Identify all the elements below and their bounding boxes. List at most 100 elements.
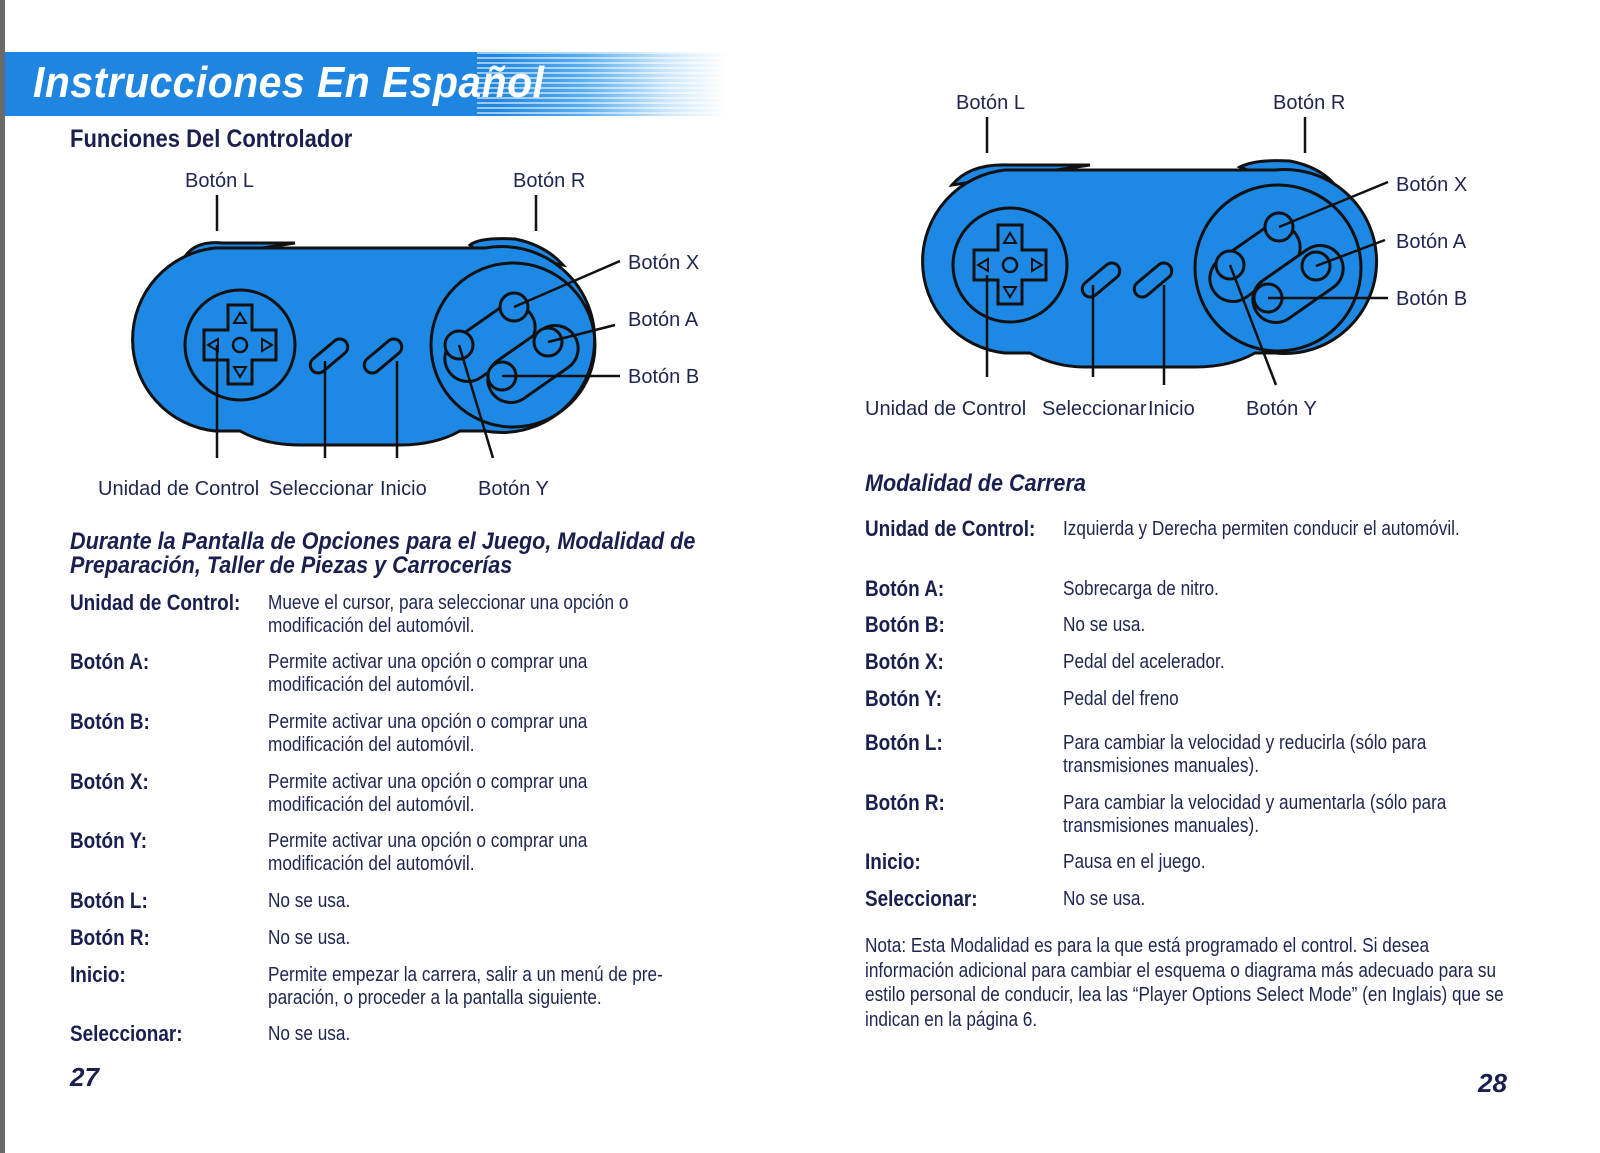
subsection-title: Modalidad de Carrera — [865, 470, 1086, 497]
banner-stripes — [477, 52, 727, 116]
list-item: Botón B: No se usa. — [865, 614, 1565, 651]
note-paragraph: Nota: Esta Modalidad es para la que está… — [865, 935, 1504, 1031]
row-term: Botón A: — [70, 649, 150, 674]
label-dpad: Unidad de Control — [865, 398, 1026, 420]
list-item: Inicio: Pausa en el juego. — [865, 851, 1565, 888]
label-button-y: Botón Y — [1246, 398, 1317, 420]
start-button — [1132, 261, 1174, 299]
label-button-r: Botón R — [513, 170, 585, 192]
row-def: Sobrecarga de nitro. — [1063, 578, 1219, 600]
row-def: Permite activar una opción o comprar una… — [268, 771, 588, 816]
dpad-icon — [202, 303, 278, 386]
label-button-b: Botón B — [1396, 288, 1467, 310]
list-item: Botón A: Permite activar una opción o co… — [70, 651, 770, 711]
controller-illustration — [921, 159, 1378, 369]
row-term: Botón Y: — [70, 828, 148, 853]
row-def: Permite activar una opción o comprar una… — [268, 711, 588, 756]
label-button-a: Botón A — [1396, 231, 1467, 253]
row-term: Botón R: — [70, 925, 150, 950]
row-def: Permite activar una opción o comprar una… — [268, 651, 588, 696]
label-button-l: Botón L — [956, 92, 1025, 114]
row-term: Botón L: — [865, 730, 943, 755]
row-term: Botón A: — [865, 576, 945, 601]
label-button-x: Botón X — [628, 252, 699, 274]
row-def: Para cambiar la velocidad y reducirla (s… — [1063, 732, 1427, 777]
left-page: Instrucciones En Español Funciones Del C… — [0, 0, 770, 1153]
list-item: Botón X: Pedal del acelerador. — [865, 651, 1565, 688]
list-item: Seleccionar: No se usa. — [70, 1023, 770, 1053]
row-def: Permite empezar la carrera, salir a un m… — [268, 964, 663, 1009]
row-term: Inicio: — [865, 849, 921, 874]
row-term: Botón L: — [70, 888, 148, 913]
face-ring — [429, 261, 597, 429]
row-term: Seleccionar: — [865, 886, 978, 911]
list-item: Botón R: No se usa. — [70, 927, 770, 964]
list-item: Unidad de Control: Izquierda y Derecha p… — [865, 518, 1565, 578]
list-item: Inicio: Permite empezar la carrera, sali… — [70, 964, 770, 1023]
label-button-x: Botón X — [1396, 174, 1467, 196]
list-item: Botón X: Permite activar una opción o co… — [70, 771, 770, 830]
label-select: Seleccionar — [269, 478, 374, 500]
row-def: No se usa. — [268, 1023, 351, 1045]
leader-lines — [985, 117, 1389, 386]
row-term: Botón B: — [70, 709, 150, 734]
row-term: Unidad de Control: — [865, 516, 1036, 541]
row-def: Para cambiar la velocidad y aumentarla (… — [1063, 792, 1447, 837]
face-ring — [1193, 183, 1363, 353]
row-term: Botón X: — [865, 649, 944, 674]
row-term: Inicio: — [70, 962, 126, 987]
page-edge — [0, 0, 5, 1153]
row-def: Pausa en el juego. — [1063, 851, 1206, 873]
section-title: Funciones Del Controlador — [70, 125, 353, 153]
row-term: Botón B: — [865, 612, 945, 637]
row-def: No se usa. — [1063, 614, 1146, 636]
functions-list-left: Unidad de Control: Mueve el cursor, para… — [70, 592, 770, 1053]
list-item: Botón L: No se usa. — [70, 890, 770, 927]
banner-title: Instrucciones En Español — [33, 58, 545, 107]
row-term: Unidad de Control: — [70, 590, 241, 615]
label-dpad: Unidad de Control — [98, 478, 259, 500]
row-def: Mueve el cursor, para seleccionar una op… — [268, 592, 629, 637]
label-select: Seleccionar — [1042, 398, 1147, 420]
label-button-r: Botón R — [1273, 92, 1345, 114]
controller-diagram-left: Botón L Botón R Botón X Botón A Botón B … — [98, 170, 699, 500]
row-def: Permite activar una opción o comprar una… — [268, 830, 588, 875]
label-button-y: Botón Y — [478, 478, 549, 500]
list-item: Botón Y: Pedal del freno — [865, 688, 1565, 732]
row-def: Izquierda y Derecha permiten conducir el… — [1063, 518, 1460, 540]
leader-lines — [215, 195, 621, 459]
select-button — [308, 337, 350, 375]
list-item: Seleccionar: No se usa. — [865, 888, 1565, 918]
dpad-icon — [972, 223, 1048, 306]
row-term: Seleccionar: — [70, 1021, 183, 1046]
right-page: Botón L Botón R Botón X Botón A Botón B … — [800, 0, 1600, 1153]
page-number: 28 — [1478, 1068, 1507, 1098]
list-item: Botón B: Permite activar una opción o co… — [70, 711, 770, 771]
list-item: Botón L: Para cambiar la velocidad y red… — [865, 732, 1565, 792]
label-button-a: Botón A — [628, 309, 699, 331]
controller-body — [131, 245, 597, 447]
subsection-title: Durante la Pantalla de Opciones para el … — [70, 528, 696, 579]
controller-illustration — [131, 237, 597, 447]
list-item: Botón R: Para cambiar la velocidad y aum… — [865, 792, 1565, 851]
row-def: No se usa. — [268, 927, 351, 949]
row-def: Pedal del acelerador. — [1063, 651, 1225, 673]
title-banner: Instrucciones En Español — [5, 52, 727, 116]
row-term: Botón R: — [865, 790, 945, 815]
controller-diagram-right: Botón L Botón R Botón X Botón A Botón B … — [865, 92, 1467, 420]
list-item: Botón Y: Permite activar una opción o co… — [70, 830, 770, 890]
row-def: Pedal del freno — [1063, 688, 1179, 710]
row-def: No se usa. — [268, 890, 351, 912]
dpad-ring — [183, 288, 297, 402]
functions-list-right: Unidad de Control: Izquierda y Derecha p… — [865, 518, 1565, 918]
page-number: 27 — [70, 1062, 99, 1092]
label-start: Inicio — [380, 478, 427, 500]
label-button-b: Botón B — [628, 366, 699, 388]
select-button — [1080, 261, 1122, 299]
list-item: Botón A: Sobrecarga de nitro. — [865, 578, 1565, 614]
row-term: Botón X: — [70, 769, 149, 794]
label-start: Inicio — [1148, 398, 1195, 420]
dpad-ring — [951, 206, 1069, 324]
row-term: Botón Y: — [865, 686, 943, 711]
start-button — [362, 337, 404, 375]
